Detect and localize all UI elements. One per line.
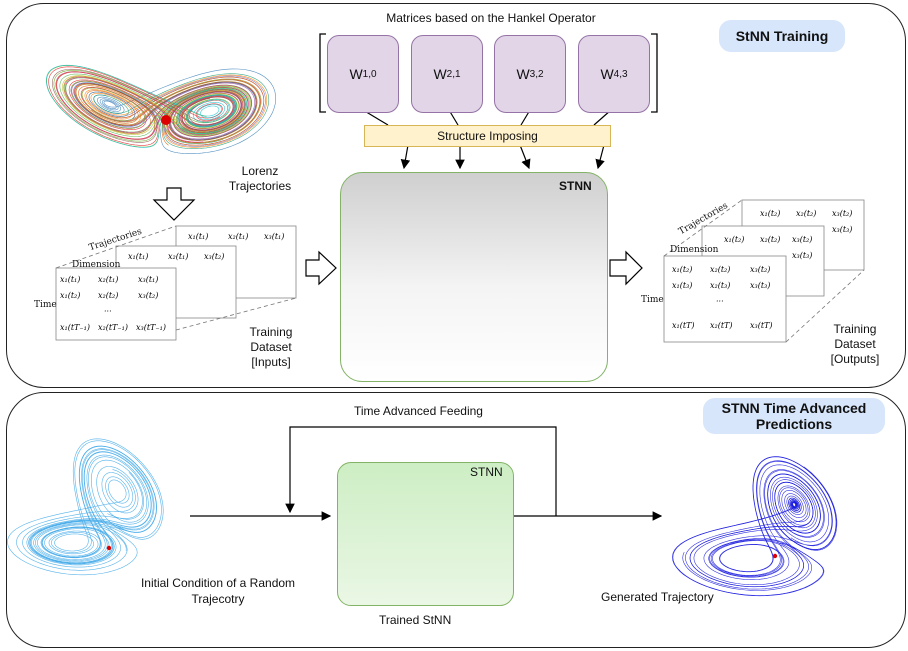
matrix-entry: x₃(tT) bbox=[750, 321, 773, 330]
matrix-entry: x₂(tT₋₁) bbox=[98, 323, 128, 332]
lorenz-trajectories-plot bbox=[45, 64, 277, 154]
trained-stnn-label: Trained StNN bbox=[379, 613, 452, 627]
matrix-entry: x₁(t₃) bbox=[672, 281, 692, 290]
right-bracket bbox=[651, 33, 658, 113]
matrix-entry: ··· bbox=[104, 307, 112, 316]
matrix-entry: x₃(t₂) bbox=[204, 252, 224, 261]
trajectory-line bbox=[63, 76, 265, 146]
matrix-entry: x₃(t₂) bbox=[750, 265, 770, 274]
matrix-entry: x₃(t₂) bbox=[792, 235, 812, 244]
matrix-entry: ··· bbox=[716, 297, 724, 306]
trajectory-line bbox=[59, 73, 253, 138]
output-hollow-arrow bbox=[609, 250, 643, 286]
matrix-entry: x₁(t₁) bbox=[188, 232, 208, 241]
trajectory-line bbox=[28, 445, 157, 565]
trajectory-line bbox=[73, 68, 277, 154]
matrix-entry: x₁(tT) bbox=[672, 321, 695, 330]
matrix-entry: x₃(t₁) bbox=[264, 232, 284, 241]
matrix-entry: x₁(t₂) bbox=[724, 235, 744, 244]
matrix-entry: x₂(t₁) bbox=[228, 232, 248, 241]
matrix-entry: x₃(tT₋₁) bbox=[136, 323, 166, 332]
trained-stnn-container bbox=[337, 462, 514, 606]
trajectory-line bbox=[56, 71, 252, 143]
lorenz-label: Lorenz Trajectories bbox=[228, 164, 292, 193]
generated-trajectory-plot bbox=[672, 456, 838, 597]
initial-marker bbox=[106, 545, 112, 551]
matrix-sheet bbox=[663, 255, 787, 343]
inputs-matrix-stack: x₁(t₁) x₂(t₁) x₃(t₁) x₁(t₁) x₂(t₁) x₃(t₂) x₁(t… bbox=[55, 225, 297, 341]
matrix-entry: x₂(t₂) bbox=[760, 235, 780, 244]
input-hollow-arrow bbox=[305, 250, 337, 286]
matrix-entry: x₁(t₂) bbox=[60, 291, 80, 300]
matrix-entry: x₃(t₃) bbox=[792, 251, 812, 260]
trajectory-line bbox=[22, 438, 164, 568]
feedback-label: Time Advanced Feeding bbox=[354, 404, 483, 418]
trajectory-line bbox=[70, 75, 266, 147]
left-bracket bbox=[319, 33, 326, 113]
matrix-entry: x₂(t₁) bbox=[98, 275, 118, 284]
stnn-container bbox=[340, 172, 608, 382]
generated-trajectory-label: Generated Trajectory bbox=[601, 590, 714, 604]
trajectory-line bbox=[45, 64, 247, 148]
matrix-entry: x₂(t₃) bbox=[710, 281, 730, 290]
lorenz-marker bbox=[161, 115, 171, 125]
bottom-flow-lines bbox=[190, 426, 663, 521]
training-badge: StNN Training bbox=[719, 20, 845, 52]
matrix-entry: x₁(t₂) bbox=[672, 265, 692, 274]
matrix-entry: x₃(t₂) bbox=[138, 291, 158, 300]
matrix-entry: x₂(t₁) bbox=[168, 252, 188, 261]
matrix-entry: x₂(tT) bbox=[710, 321, 733, 330]
outputs-axis-dimension: Dimension bbox=[670, 245, 719, 255]
inputs-axis-dimension: Dimension bbox=[72, 260, 121, 270]
trajectory-line bbox=[672, 466, 838, 596]
stnn-title: STNN bbox=[559, 179, 592, 193]
matrix-entry: x₃(t₂) bbox=[832, 209, 852, 218]
trajectory-line bbox=[62, 75, 262, 144]
matrix-entry: x₃(t₃) bbox=[750, 281, 770, 290]
matrix-entry: x₁(t₂) bbox=[760, 209, 780, 218]
down-hollow-arrow bbox=[152, 187, 196, 221]
initial-trajectory-plot bbox=[7, 438, 164, 576]
trajectory-line bbox=[56, 71, 268, 148]
stack-edge bbox=[55, 225, 177, 269]
hankel-header: Matrices based on the Hankel Operator bbox=[386, 11, 596, 25]
matrix-entry: x₁(t₁) bbox=[128, 252, 148, 261]
matrix-entry: x₁(tT₋₁) bbox=[60, 323, 90, 332]
matrix-entry: x₂(t₂) bbox=[710, 265, 730, 274]
generated-marker bbox=[772, 553, 778, 559]
inputs-axis-time: Time bbox=[34, 300, 57, 310]
matrix-entry: x₃(t₁) bbox=[138, 275, 158, 284]
matrix-sheet bbox=[55, 267, 177, 341]
stack-edge bbox=[785, 269, 865, 343]
matrix-entry: x₂(t₂) bbox=[98, 291, 118, 300]
stack-edge bbox=[663, 199, 743, 257]
trained-stnn-title: STNN bbox=[470, 465, 503, 479]
outputs-matrix-stack: x₁(t₂) x₂(t₂) x₃(t₂) x₃(t₃) x₁(t₂) x₂(t₂) x₃(t… bbox=[663, 199, 865, 343]
matrix-entry: x₃(t₃) bbox=[832, 225, 852, 234]
structure-imposing-box: Structure Imposing bbox=[364, 125, 611, 147]
outputs-axis-time: Time bbox=[641, 295, 664, 305]
matrix-entry: x₁(t₁) bbox=[60, 275, 80, 284]
matrix-entry: x₂(t₂) bbox=[796, 209, 816, 218]
trajectory-line bbox=[7, 445, 157, 576]
